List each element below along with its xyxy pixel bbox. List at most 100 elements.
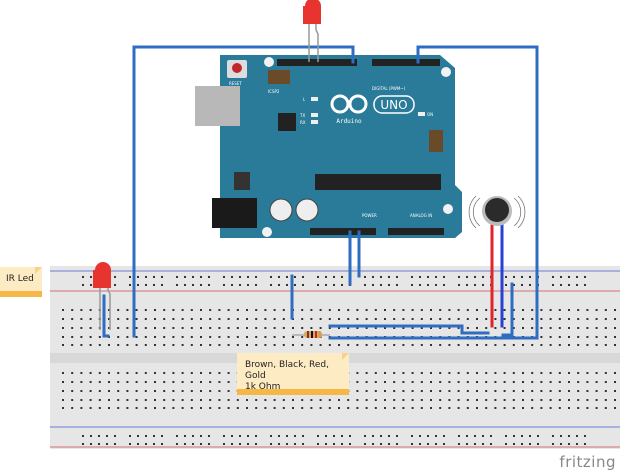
wires xyxy=(102,45,539,340)
breadboard-hole xyxy=(239,435,241,437)
breadboard-hole xyxy=(476,399,478,401)
breadboard-hole xyxy=(494,309,497,311)
breadboard-hole xyxy=(393,372,396,374)
breadboard-hole xyxy=(181,309,184,311)
breadboard-hole xyxy=(549,344,552,346)
breadboard-hole xyxy=(396,284,398,286)
breadboard-hole xyxy=(282,407,285,409)
breadboard-hole xyxy=(420,399,423,401)
breadboard-hole xyxy=(278,276,280,278)
breadboard-hole xyxy=(328,407,331,409)
breadboard-hole xyxy=(411,399,414,401)
breadboard-hole xyxy=(402,372,405,374)
breadboard-hole xyxy=(393,344,396,346)
breadboard-hole xyxy=(402,344,405,346)
breadboard-hole xyxy=(476,327,478,329)
breadboard-hole xyxy=(356,381,359,383)
breadboard-hole xyxy=(200,327,202,329)
breadboard-hole xyxy=(190,390,193,392)
breadboard-hole xyxy=(319,327,322,329)
breadboard-hole xyxy=(270,284,272,286)
breadboard-hole xyxy=(466,284,468,286)
breadboard-hole xyxy=(512,327,515,329)
breadboard-hole xyxy=(218,309,221,311)
resistor[interactable] xyxy=(292,331,330,338)
wire-ir-led-to-pin[interactable] xyxy=(132,45,355,338)
breadboard-hole xyxy=(568,381,570,383)
wire-motor-to-rail[interactable] xyxy=(501,282,514,337)
breadboard-hole xyxy=(301,344,304,346)
breadboard-hole xyxy=(286,284,288,286)
breadboard-hole xyxy=(333,435,335,437)
breadboard-hole xyxy=(135,309,138,311)
breadboard-hole xyxy=(494,381,497,383)
breadboard-hole xyxy=(568,372,570,374)
tx-led xyxy=(311,113,318,117)
breadboard-hole xyxy=(485,381,488,383)
breadboard-hole xyxy=(549,327,552,329)
led-top[interactable] xyxy=(303,0,321,62)
breadboard-hole xyxy=(302,443,304,445)
breadboard-hole xyxy=(144,309,147,311)
breadboard-hole xyxy=(411,284,413,286)
vibration-motor[interactable] xyxy=(468,195,526,229)
breadboard-hole xyxy=(145,284,147,286)
breadboard-hole xyxy=(80,318,83,320)
breadboard-hole xyxy=(255,344,258,346)
breadboard-hole xyxy=(576,276,578,278)
breadboard-hole xyxy=(218,327,221,329)
breadboard-hole xyxy=(512,372,515,374)
breadboard-hole xyxy=(247,284,249,286)
breadboard-hole xyxy=(333,284,335,286)
breadboard-hole xyxy=(114,443,116,445)
breadboard-hole xyxy=(273,407,276,409)
breadboard-hole xyxy=(552,276,554,278)
breadboard-hole xyxy=(184,435,186,437)
breadboard-hole xyxy=(365,407,368,409)
breadboard-hole xyxy=(427,435,429,437)
breadboard-hole xyxy=(614,336,616,338)
breadboard-hole xyxy=(411,372,414,374)
reset-button xyxy=(232,63,242,73)
breadboard-hole xyxy=(181,318,184,320)
breadboard-hole xyxy=(521,276,523,278)
breadboard-hole xyxy=(89,344,92,346)
led-ir[interactable] xyxy=(93,262,111,330)
breadboard-hole xyxy=(98,407,101,409)
breadboard-hole xyxy=(466,372,469,374)
breadboard-hole xyxy=(540,327,543,329)
breadboard-hole xyxy=(540,399,543,401)
breadboard-hole xyxy=(319,407,322,409)
breadboard-hole xyxy=(364,443,366,445)
breadboard-hole xyxy=(586,372,589,374)
breadboard-hole xyxy=(614,390,616,392)
breadboard-hole xyxy=(80,372,83,374)
breadboard-hole xyxy=(490,443,492,445)
breadboard-hole xyxy=(604,309,607,311)
breadboard-hole xyxy=(246,407,248,409)
breadboard-hole xyxy=(176,443,178,445)
breadboard-hole xyxy=(458,284,460,286)
breadboard-hole xyxy=(430,318,432,320)
breadboard-hole xyxy=(273,336,276,338)
breadboard-hole xyxy=(549,372,552,374)
breadboard-hole xyxy=(466,435,468,437)
breadboard-hole xyxy=(310,327,313,329)
breadboard-hole xyxy=(325,435,327,437)
breadboard-hole xyxy=(402,327,405,329)
breadboard-hole xyxy=(176,284,178,286)
breadboard-hole xyxy=(419,443,421,445)
wire-resistor-to-motor[interactable] xyxy=(328,324,490,335)
breadboard-hole xyxy=(90,435,92,437)
breadboard-hole xyxy=(282,309,285,311)
breadboard-hole xyxy=(200,435,202,437)
breadboard-hole xyxy=(443,443,445,445)
breadboard-hole xyxy=(384,309,386,311)
breadboard-hole xyxy=(292,407,294,409)
breadboard-hole xyxy=(172,327,175,329)
breadboard-hole xyxy=(540,390,543,392)
breadboard-hole xyxy=(209,309,212,311)
wire-motor-to-pin[interactable] xyxy=(328,45,539,340)
breadboard-hole xyxy=(356,390,359,392)
breadboard-hole xyxy=(365,381,368,383)
